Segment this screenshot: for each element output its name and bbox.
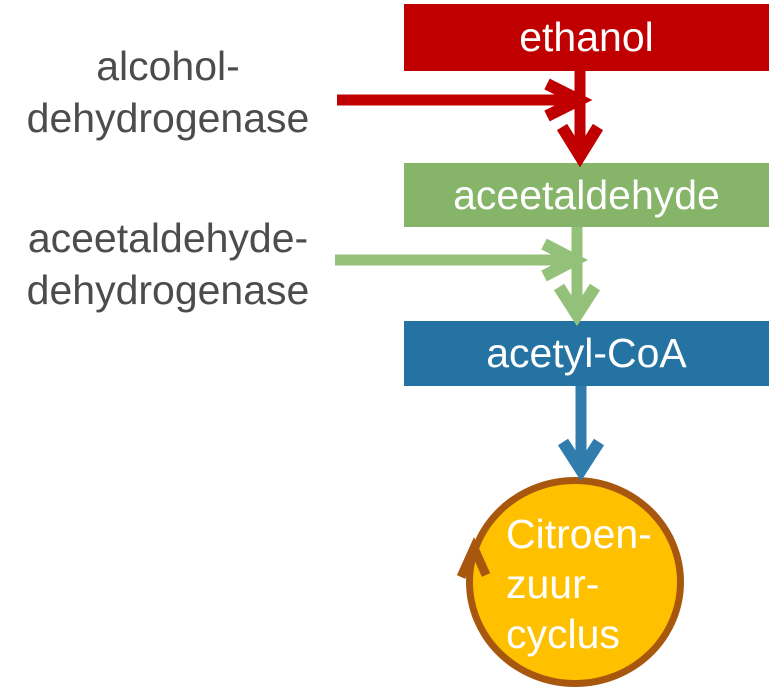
- node-ethanol: ethanol: [404, 4, 769, 71]
- label-aceetaldehyde-dehydrogenase-line2: dehydrogenase: [26, 267, 310, 313]
- arrow-alcohol-dehydrogenase: [337, 78, 593, 122]
- arrow-aceetaldehyde-dehydrogenase: [335, 238, 589, 282]
- label-alcohol-dehydrogenase-line2: dehydrogenase: [26, 95, 310, 141]
- arrow-aceetaldehyde-to-acetylcoa: [553, 227, 601, 327]
- node-aceetaldehyde-label: aceetaldehyde: [453, 171, 720, 218]
- node-citroenzuurcyclus: Citroen- zuur- cyclus: [466, 477, 684, 687]
- citroenzuurcyclus-line3: cyclus: [506, 611, 620, 657]
- arrow-acetylcoa-to-cycle: [557, 386, 605, 482]
- arrow-ethanol-to-aceetaldehyde: [556, 71, 604, 168]
- node-citroenzuurcyclus-label: Citroen- zuur- cyclus: [506, 509, 652, 659]
- node-acetyl-coa: acetyl-CoA: [404, 321, 769, 386]
- label-alcohol-dehydrogenase: alcohol- dehydrogenase: [0, 40, 338, 144]
- label-alcohol-dehydrogenase-line1: alcohol-: [96, 43, 240, 89]
- citroenzuurcyclus-line1: Citroen-: [506, 511, 652, 557]
- node-aceetaldehyde: aceetaldehyde: [404, 163, 769, 227]
- label-aceetaldehyde-dehydrogenase: aceetaldehyde- dehydrogenase: [0, 212, 338, 316]
- node-acetyl-coa-label: acetyl-CoA: [486, 330, 687, 376]
- citroenzuurcyclus-line2: zuur-: [506, 561, 600, 607]
- label-aceetaldehyde-dehydrogenase-line1: aceetaldehyde-: [27, 215, 309, 261]
- node-ethanol-label: ethanol: [519, 14, 654, 60]
